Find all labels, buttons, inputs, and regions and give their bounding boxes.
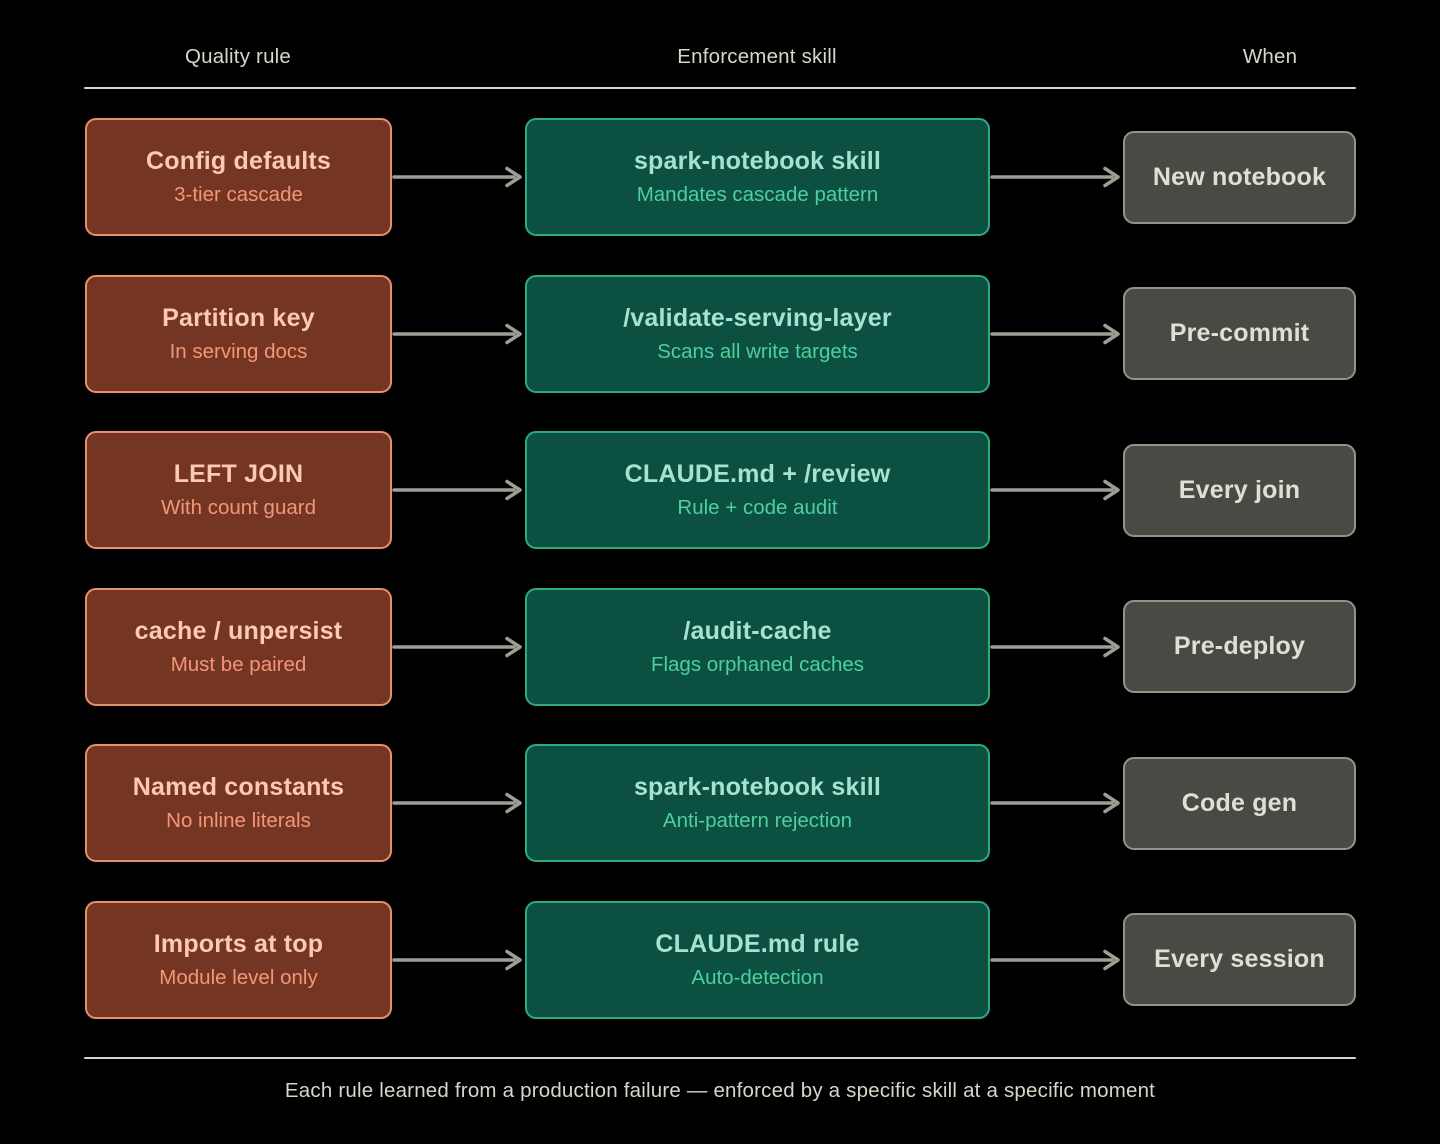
skill-box: /audit-cache Flags orphaned caches <box>525 587 990 706</box>
column-header-when: When <box>1242 45 1298 68</box>
skill-subtitle: Mandates cascade pattern <box>636 183 879 206</box>
arrow-right-icon <box>392 636 522 657</box>
skill-subtitle: Scans all write targets <box>657 339 858 363</box>
flow-row-cache-unpersist: cache / unpersist Must be paired /audit-… <box>85 587 1356 706</box>
skill-subtitle: Flags orphaned caches <box>650 652 865 676</box>
flow-row-partition-key: Partition key In serving docs /validate-… <box>85 274 1356 393</box>
flow-row-left-join: LEFT JOIN With count guard CLAUDE.md + /… <box>85 431 1356 549</box>
rule-title: Named constants <box>132 773 345 801</box>
footer-divider-line <box>84 1057 1356 1059</box>
rule-subtitle: In serving docs <box>169 339 308 363</box>
when-box: Every join <box>1123 443 1356 537</box>
skill-title: /audit-cache <box>683 616 832 645</box>
column-header-quality-rule: Quality rule <box>184 45 292 68</box>
skill-title: /validate-serving-layer <box>623 303 892 332</box>
rule-subtitle: Module level only <box>159 965 318 989</box>
rule-box: Imports at top Module level only <box>85 900 392 1019</box>
skill-subtitle: Rule + code audit <box>677 496 838 519</box>
skill-box: CLAUDE.md rule Auto-detection <box>525 900 990 1019</box>
rule-subtitle: With count guard <box>161 496 316 519</box>
arrow-right-icon <box>990 792 1120 814</box>
arrow-right-icon <box>392 792 522 814</box>
arrow-right-icon <box>392 479 522 501</box>
when-box: Pre-deploy <box>1123 600 1356 693</box>
rule-title: Imports at top <box>153 929 324 958</box>
when-box: Code gen <box>1123 756 1356 850</box>
when-box: Every session <box>1123 913 1356 1006</box>
rule-subtitle: Must be paired <box>170 652 307 676</box>
skill-subtitle: Auto-detection <box>691 965 824 989</box>
arrow-right-icon <box>990 323 1120 344</box>
arrow-right-icon <box>990 479 1120 501</box>
flow-row-config-defaults: Config defaults 3-tier cascade spark-not… <box>85 118 1356 236</box>
footer-caption: Each rule learned from a production fail… <box>284 1079 1156 1102</box>
header-divider-line <box>84 87 1356 89</box>
skill-box: spark-notebook skill Mandates cascade pa… <box>525 118 990 236</box>
flow-row-imports-at-top: Imports at top Module level only CLAUDE.… <box>85 900 1356 1019</box>
column-header-enforcement-skill: Enforcement skill <box>677 45 837 68</box>
rule-title: Partition key <box>162 303 315 332</box>
rule-box: LEFT JOIN With count guard <box>85 431 392 549</box>
rule-title: LEFT JOIN <box>173 460 304 488</box>
rule-box: cache / unpersist Must be paired <box>85 587 392 706</box>
when-label: Pre-commit <box>1169 319 1310 347</box>
flow-row-named-constants: Named constants No inline literals spark… <box>85 744 1356 862</box>
when-label: Every join <box>1178 475 1301 504</box>
skill-title: CLAUDE.md rule <box>655 929 860 958</box>
skill-box: spark-notebook skill Anti-pattern reject… <box>525 744 990 862</box>
when-box: Pre-commit <box>1123 287 1356 380</box>
skill-subtitle: Anti-pattern rejection <box>662 809 853 832</box>
skill-box: /validate-serving-layer Scans all write … <box>525 274 990 393</box>
rule-subtitle: 3-tier cascade <box>174 183 303 206</box>
arrow-right-icon <box>392 166 522 188</box>
rule-box: Partition key In serving docs <box>85 274 392 393</box>
arrow-right-icon <box>990 949 1120 970</box>
skill-title: spark-notebook skill <box>633 147 882 175</box>
when-label: New notebook <box>1152 162 1327 191</box>
when-label: Pre-deploy <box>1173 632 1306 660</box>
arrow-right-icon <box>392 323 522 344</box>
flow-rows: Config defaults 3-tier cascade spark-not… <box>85 118 1356 1019</box>
skill-box: CLAUDE.md + /review Rule + code audit <box>525 431 990 549</box>
when-box: New notebook <box>1123 130 1356 224</box>
rule-box: Config defaults 3-tier cascade <box>85 118 392 236</box>
skill-title: spark-notebook skill <box>633 773 882 801</box>
rule-box: Named constants No inline literals <box>85 744 392 862</box>
arrow-right-icon <box>990 166 1120 188</box>
rule-title: cache / unpersist <box>134 616 343 645</box>
skill-title: CLAUDE.md + /review <box>624 460 891 488</box>
when-label: Every session <box>1154 945 1325 973</box>
when-label: Code gen <box>1181 788 1298 817</box>
arrow-right-icon <box>990 636 1120 657</box>
rule-title: Config defaults <box>146 147 331 175</box>
arrow-right-icon <box>392 949 522 970</box>
rule-subtitle: No inline literals <box>166 809 311 832</box>
